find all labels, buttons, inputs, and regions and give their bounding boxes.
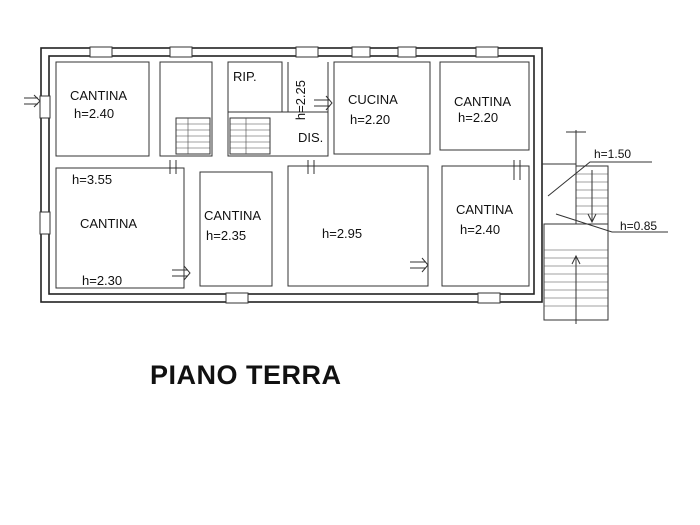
- room-name-dis: DIS.: [298, 130, 323, 145]
- room-name-cantina-nw: CANTINA: [70, 88, 127, 103]
- interior-walls: [55, 61, 530, 289]
- interior-stair: [175, 117, 271, 155]
- room-height-top-cantina-sw: h=3.55: [72, 172, 112, 187]
- level-upper: h=1.50: [594, 147, 631, 161]
- room-height-large: h=2.95: [322, 226, 362, 241]
- room-height-bottom-cantina-sw: h=2.30: [82, 273, 122, 288]
- room-name-cantina-se: CANTINA: [456, 202, 513, 217]
- room-height-cantina-center: h=2.35: [206, 228, 246, 243]
- outer-walls: [40, 47, 543, 303]
- windows: [39, 46, 501, 304]
- door-arrows: [24, 94, 521, 281]
- room-labels: CANTINA h=2.40 RIP. h=2.25 DIS. CUCINA h…: [70, 69, 657, 288]
- external-stairs: [542, 130, 609, 324]
- level-lower: h=0.85: [620, 219, 657, 233]
- level-leaders: [547, 161, 668, 233]
- room-name-rip: RIP.: [233, 69, 257, 84]
- plan-title: PIANO TERRA: [150, 360, 342, 390]
- room-name-cantina-center: CANTINA: [204, 208, 261, 223]
- room-height-cucina: h=2.20: [350, 112, 390, 127]
- room-name-cucina: CUCINA: [348, 92, 398, 107]
- room-name-cantina-sw: CANTINA: [80, 216, 137, 231]
- room-height-cantina-ne: h=2.20: [458, 110, 498, 125]
- room-height-cantina-se: h=2.40: [460, 222, 500, 237]
- room-name-cantina-ne: CANTINA: [454, 94, 511, 109]
- room-height-cantina-nw: h=2.40: [74, 106, 114, 121]
- room-height-rip: h=2.25: [293, 80, 308, 120]
